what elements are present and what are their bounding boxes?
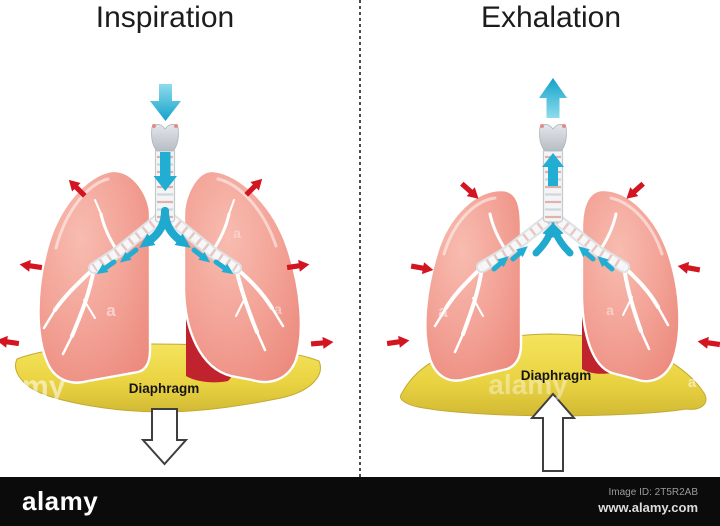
left-lung	[424, 188, 523, 382]
inspiration-panel: Inspiration	[0, 0, 359, 477]
watermark-a: a	[606, 302, 614, 318]
diaphragm-up-arrow	[529, 392, 577, 472]
airflow-out-arrows	[491, 78, 615, 272]
exhalation-title: Exhalation	[480, 1, 622, 34]
watermark-a: a	[106, 301, 116, 320]
watermark-logo: alamy	[488, 369, 568, 400]
alamy-url: www.alamy.com	[598, 499, 698, 515]
exhalation-panel: Exhalation	[361, 0, 720, 477]
image-id: Image ID: 2T5R2AB	[608, 487, 698, 499]
watermark-a: a	[233, 225, 241, 241]
inspiration-diagram: Diaphragm a a a my	[0, 84, 334, 466]
diaphragm-label: Diaphragm	[521, 368, 592, 383]
right-lung	[182, 169, 303, 384]
inspiration-title: Inspiration	[95, 1, 235, 34]
larynx	[151, 124, 179, 152]
watermark-letters: alamy a a a	[438, 302, 697, 400]
diagram-panels: Inspiration	[0, 0, 720, 477]
airflow-in-arrows	[96, 84, 234, 275]
alamy-footer-bar: alamy Image ID: 2T5R2AB www.alamy.com	[0, 477, 720, 526]
air-in-arrow	[150, 84, 181, 121]
larynx	[539, 124, 567, 152]
diaphragm-label: Diaphragm	[129, 381, 200, 396]
watermark-logo-partial: my	[22, 370, 66, 403]
alamy-logo: alamy	[22, 486, 99, 516]
panel-divider	[359, 0, 361, 477]
exhalation-diagram: alamy a a a Diaphragm	[386, 78, 720, 472]
right-lung	[580, 188, 681, 383]
watermark-a: a	[438, 302, 448, 321]
watermark-letters: a a a my	[22, 225, 282, 403]
footer-meta: Image ID: 2T5R2AB www.alamy.com	[598, 487, 698, 516]
watermark-a: a	[274, 301, 282, 317]
diaphragm-down-arrow	[140, 408, 189, 466]
air-out-arrow	[539, 78, 567, 118]
watermark-a: a	[688, 374, 697, 391]
